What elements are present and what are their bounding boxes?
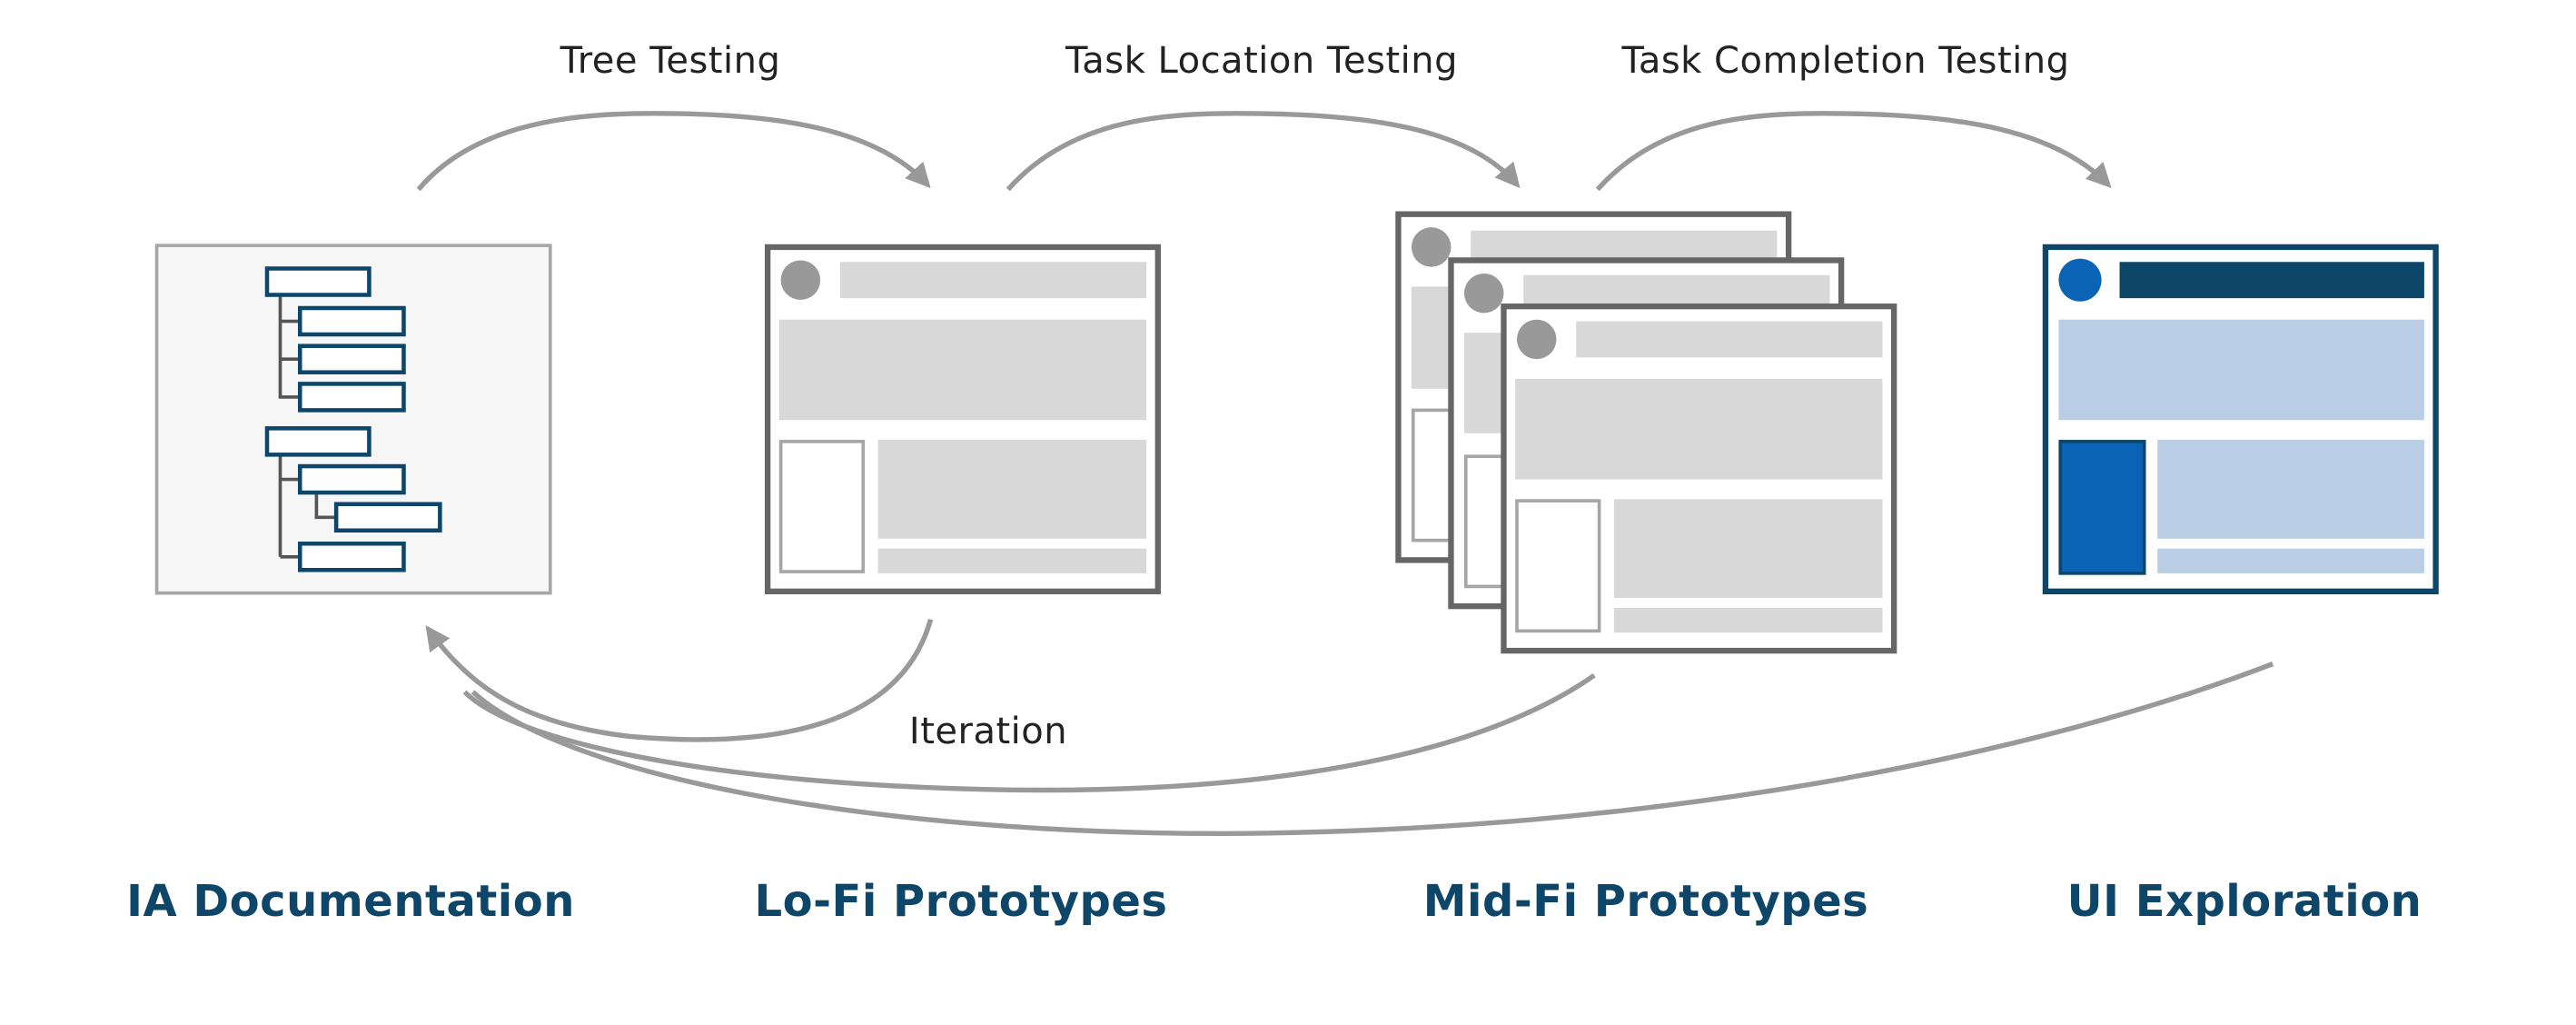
sitemap-nodes [264, 266, 442, 572]
ui-footer [2157, 548, 2424, 573]
ui-hero [2058, 319, 2424, 421]
sitemap-node [264, 266, 372, 297]
ui-exploration-label: UI Exploration [2066, 876, 2422, 927]
iteration-arrow-midfi [462, 673, 1596, 793]
iteration-arrows [425, 618, 2274, 837]
header-placeholder [839, 262, 1147, 299]
sitemap-node [297, 305, 406, 337]
image-placeholder [778, 440, 866, 573]
iteration-arrow-lofi [425, 618, 934, 742]
sitemap-node [297, 382, 406, 413]
forward-arrows [416, 111, 2112, 192]
task-completion-testing-label: Task Completion Testing [1621, 40, 2070, 82]
avatar-placeholder [780, 260, 821, 300]
sitemap-tree-icon [278, 296, 337, 559]
iteration-label: Iteration [908, 711, 1068, 752]
tree-testing-label: Tree Testing [560, 40, 781, 82]
content-placeholder [877, 440, 1147, 539]
ui-content [2157, 440, 2424, 539]
ui-image-block [2058, 440, 2146, 575]
ia-panel [154, 244, 552, 595]
lofi-prototypes-label: Lo-Fi Prototypes [754, 876, 1168, 927]
arrow-task-location-testing [1006, 111, 1521, 192]
ui-exploration-graphic [2042, 244, 2439, 595]
ia-documentation-label: IA Documentation [126, 876, 575, 927]
sitemap-node [297, 541, 406, 572]
arrow-task-completion-testing [1595, 111, 2112, 192]
ia-documentation-graphic [154, 244, 552, 595]
ui-avatar [2058, 258, 2102, 302]
ui-header-bar [2119, 262, 2424, 299]
midfi-prototypes-graphic [1395, 211, 1897, 654]
arrow-tree-testing [416, 111, 931, 192]
midfi-frame-front [1501, 304, 1897, 654]
midfi-prototypes-label: Mid-Fi Prototypes [1422, 876, 1869, 927]
sitemap-node [297, 343, 406, 374]
footer-placeholder [877, 548, 1147, 573]
sitemap-node [333, 502, 442, 533]
iteration-arrow-ui [471, 662, 2274, 837]
lofi-prototype-graphic [764, 244, 1161, 595]
sitemap-node [297, 463, 406, 495]
task-location-testing-label: Task Location Testing [1065, 40, 1459, 82]
hero-placeholder [778, 319, 1147, 421]
sitemap-node [264, 426, 372, 457]
